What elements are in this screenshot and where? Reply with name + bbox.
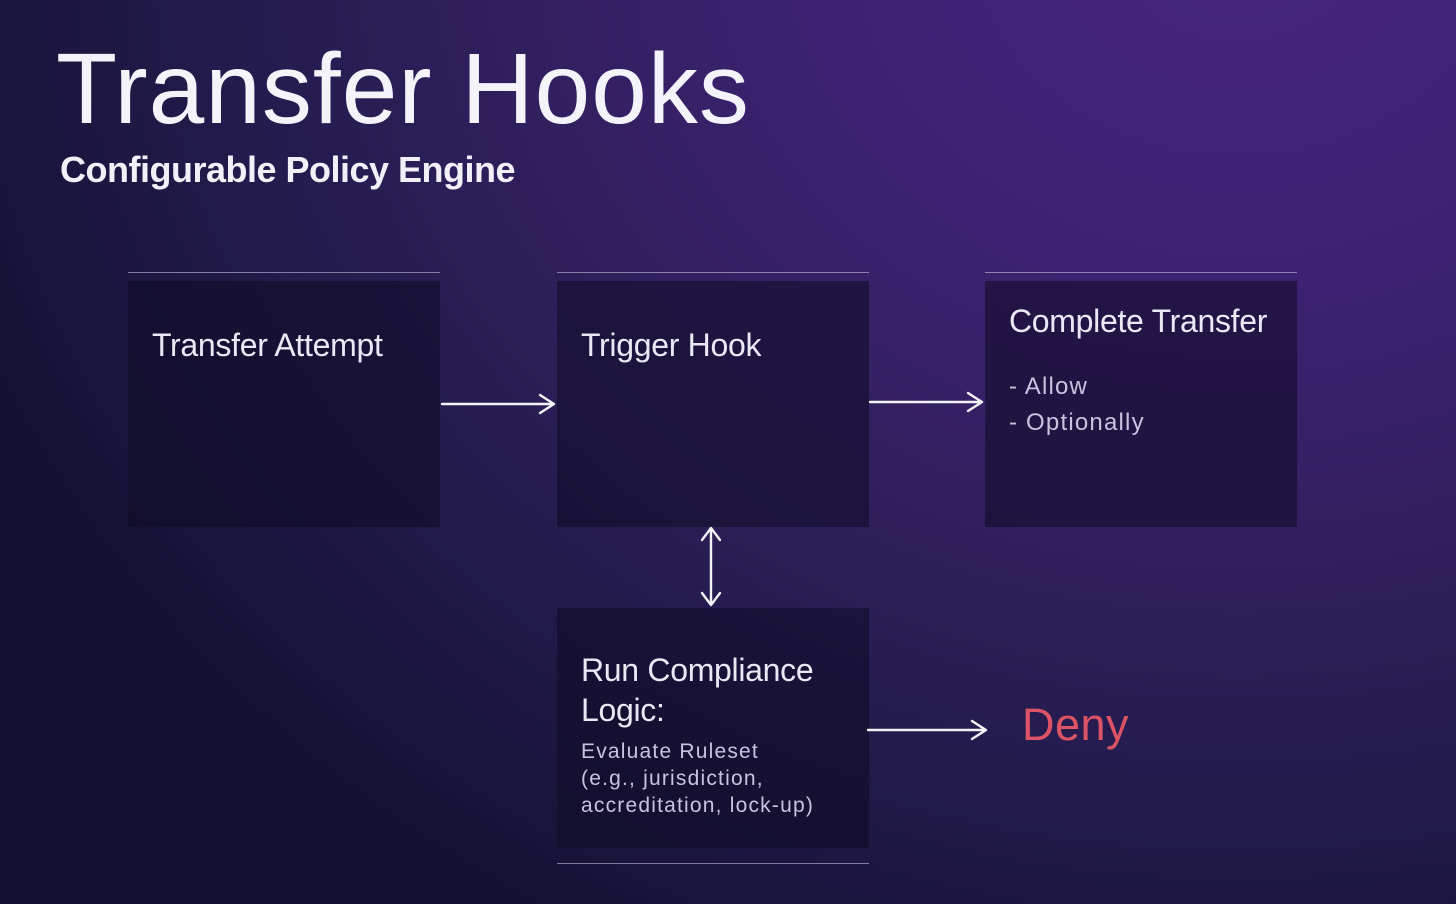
accent-line-run-compliance: [557, 863, 869, 864]
box-complete-transfer: Complete Transfer - Allow - Optionally: [985, 281, 1297, 527]
box-run-compliance-title: Run Compliance Logic:: [581, 652, 814, 728]
deny-label: Deny: [1022, 699, 1130, 750]
box-transfer-attempt: Transfer Attempt: [128, 281, 440, 527]
arrow-compliance-to-deny-icon: [866, 719, 988, 741]
arrow-hook-compliance-bidirectional-icon: [700, 526, 722, 607]
complete-transfer-bullet-list: - Allow - Optionally: [1009, 369, 1273, 441]
run-compliance-body: Evaluate Ruleset (e.g., jurisdiction, ac…: [581, 738, 849, 819]
box-transfer-attempt-title: Transfer Attempt: [152, 327, 383, 363]
box-run-compliance: Run Compliance Logic: Evaluate Ruleset (…: [557, 608, 869, 848]
run-compliance-body-line: (e.g., jurisdiction,: [581, 767, 764, 790]
arrow-hook-to-complete-icon: [868, 391, 984, 413]
box-trigger-hook: Trigger Hook: [557, 281, 869, 527]
bullet-optionally: - Optionally: [1009, 409, 1145, 436]
run-compliance-body-line: Evaluate Ruleset: [581, 740, 759, 763]
accent-line-complete-transfer: [985, 272, 1297, 273]
accent-line-trigger-hook: [557, 272, 869, 273]
arrow-attempt-to-hook-icon: [440, 393, 556, 415]
bullet-allow: - Allow: [1009, 373, 1089, 400]
box-trigger-hook-title: Trigger Hook: [581, 327, 762, 363]
accent-line-transfer-attempt: [128, 272, 440, 273]
box-complete-transfer-title: Complete Transfer: [1009, 303, 1268, 339]
page-title: Transfer Hooks: [56, 33, 750, 145]
run-compliance-body-line: accreditation, lock-up): [581, 794, 815, 817]
page-subtitle: Configurable Policy Engine: [60, 149, 516, 190]
